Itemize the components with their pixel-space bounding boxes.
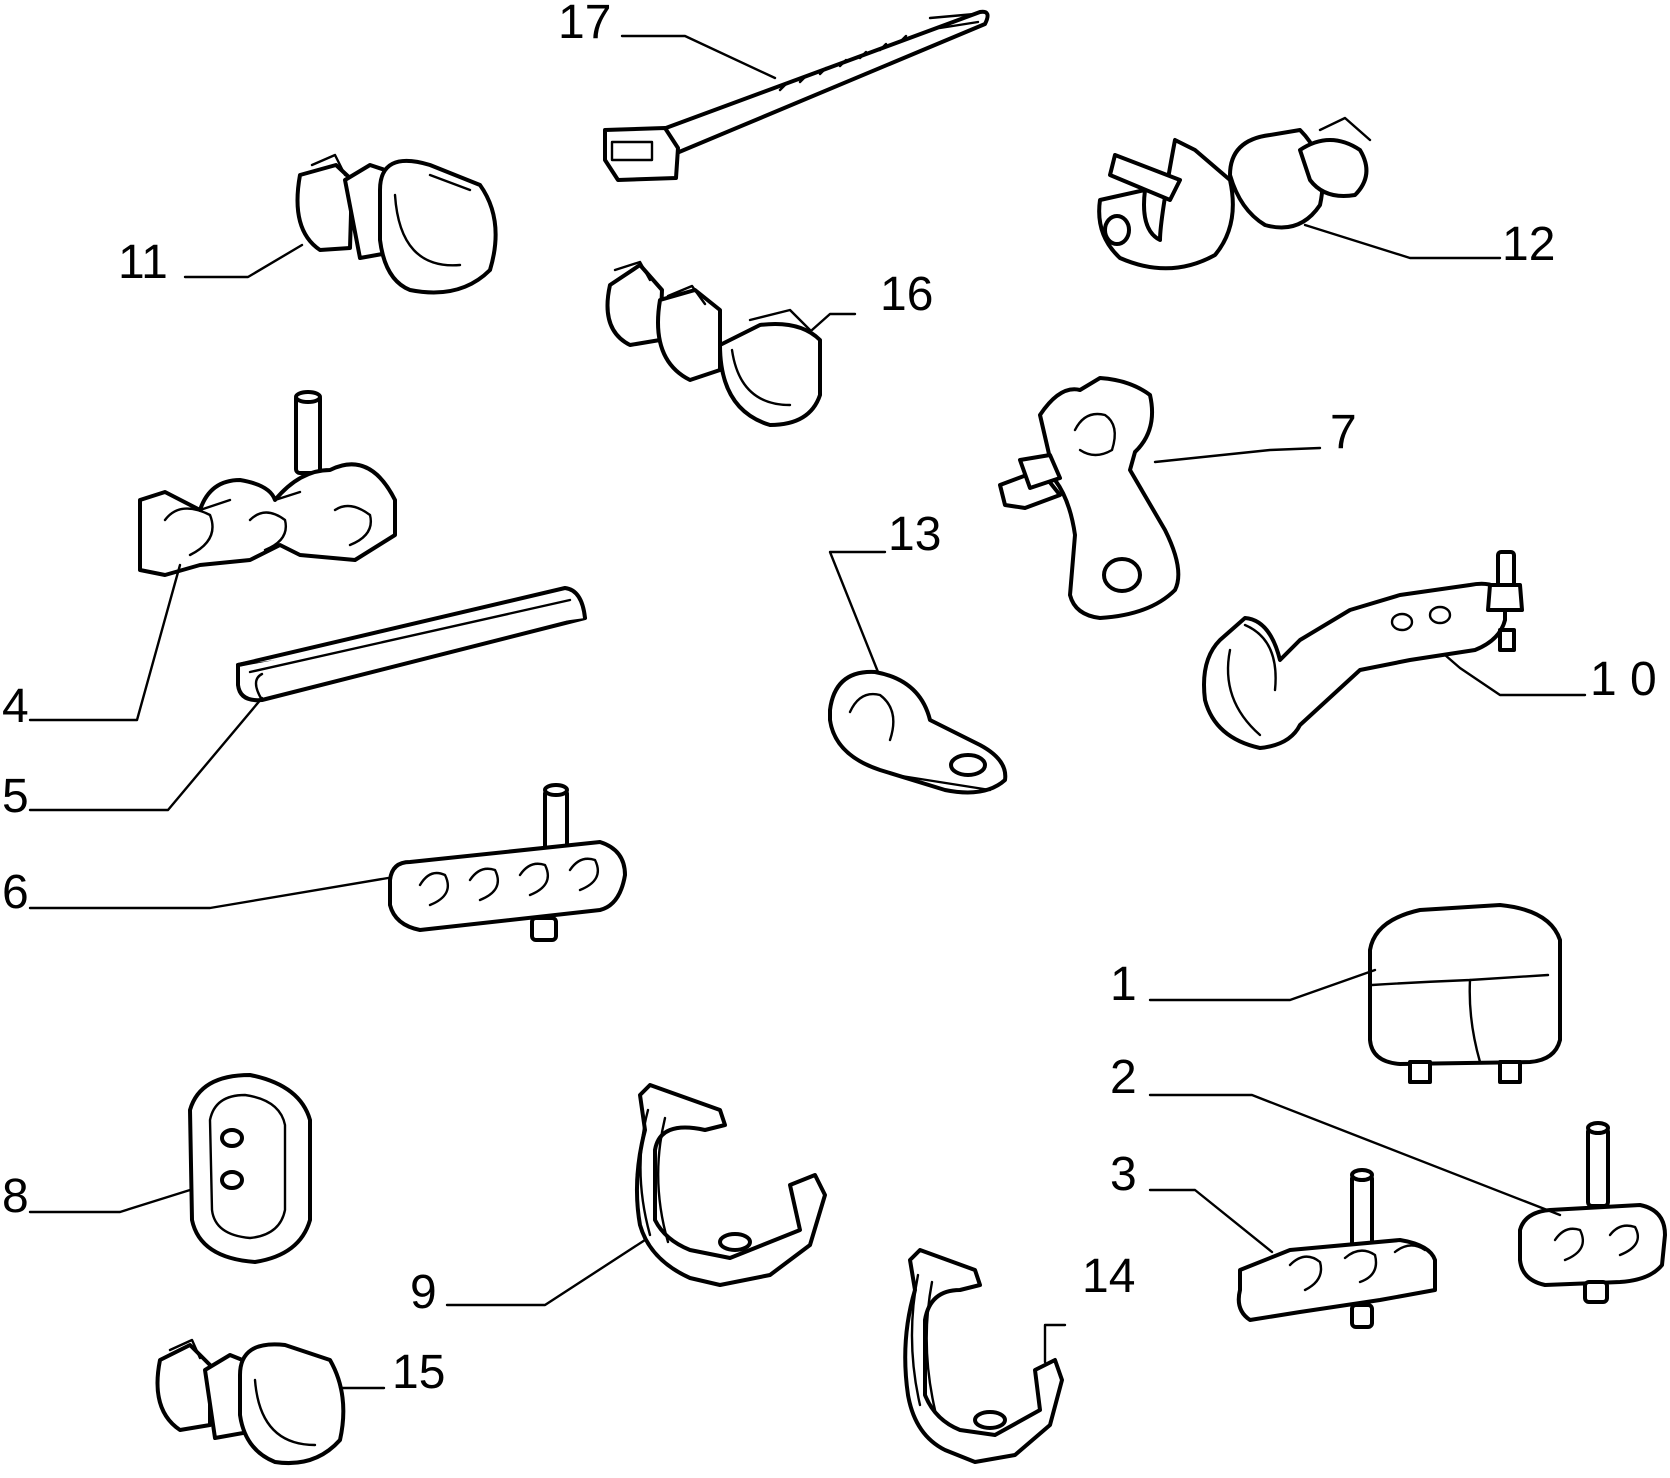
callout-1: 1 bbox=[1110, 958, 1137, 1011]
callout-7: 7 bbox=[1330, 406, 1357, 459]
part-14-bracket-clip bbox=[903, 1248, 1064, 1464]
part-15-double-clip bbox=[155, 1338, 346, 1465]
leader-11 bbox=[183, 243, 304, 279]
leader-1 bbox=[1148, 968, 1377, 1002]
part-6-quad-clip bbox=[388, 783, 627, 942]
callout-8: 8 bbox=[2, 1170, 29, 1223]
leader-8 bbox=[28, 1188, 192, 1214]
part-12-clip bbox=[1097, 116, 1372, 271]
leader-5 bbox=[28, 696, 264, 812]
callout-4: 4 bbox=[2, 680, 29, 733]
callout-15: 15 bbox=[392, 1346, 445, 1399]
part-2-stud-clip bbox=[1518, 1121, 1667, 1304]
leader-16 bbox=[810, 312, 857, 332]
callout-14: 14 bbox=[1082, 1250, 1135, 1303]
part-5-channel-strip bbox=[236, 586, 587, 703]
leader-6 bbox=[28, 876, 390, 910]
callout-labels: 17 11 16 12 7 13 1 0 4 5 6 1 2 3 8 9 14 … bbox=[2, 0, 1657, 1399]
callout-12: 12 bbox=[1502, 218, 1555, 271]
callout-16: 16 bbox=[880, 268, 933, 321]
leader-4 bbox=[28, 563, 182, 722]
callout-17: 17 bbox=[558, 0, 611, 49]
part-4-multi-clip bbox=[138, 390, 397, 577]
callout-3: 3 bbox=[1110, 1148, 1137, 1201]
part-10-clip-bracket bbox=[1202, 550, 1524, 750]
callout-2: 2 bbox=[1110, 1051, 1137, 1104]
callout-9: 9 bbox=[410, 1266, 437, 1319]
part-7-bracket-clip bbox=[998, 376, 1181, 620]
part-9-bracket-clip bbox=[634, 1083, 827, 1287]
leader-10 bbox=[1443, 653, 1587, 697]
leader-13 bbox=[828, 550, 887, 674]
leader-2 bbox=[1148, 1093, 1562, 1217]
leader-9 bbox=[445, 1238, 647, 1307]
callout-13: 13 bbox=[888, 508, 941, 561]
leader-17 bbox=[620, 34, 777, 80]
leader-7 bbox=[1153, 446, 1322, 464]
part-8-grommet bbox=[188, 1073, 312, 1264]
callout-11: 11 bbox=[118, 236, 168, 289]
leader-lines bbox=[28, 34, 1587, 1390]
part-11-double-clip bbox=[295, 153, 498, 295]
leader-14 bbox=[1043, 1323, 1067, 1364]
leader-3 bbox=[1148, 1188, 1274, 1254]
part-16-triple-clip bbox=[605, 260, 822, 427]
part-3-stud-clip bbox=[1236, 1168, 1437, 1329]
callout-6: 6 bbox=[2, 866, 29, 919]
part-13-p-clip bbox=[828, 669, 1008, 795]
leader-12 bbox=[1303, 223, 1502, 260]
callout-10: 1 0 bbox=[1590, 653, 1657, 706]
callout-5: 5 bbox=[2, 770, 29, 823]
part-1-relay bbox=[1368, 903, 1562, 1084]
part-17-cable-tie bbox=[603, 9, 990, 182]
